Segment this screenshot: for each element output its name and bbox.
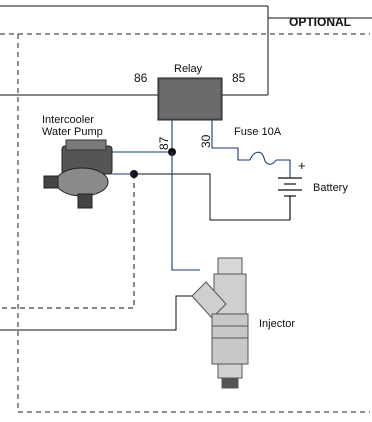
intercooler-pump xyxy=(43,139,134,209)
pin85-label: 85 xyxy=(232,71,246,85)
pin87-label: 87 xyxy=(157,136,171,150)
relay xyxy=(157,77,223,121)
optional-region xyxy=(0,33,370,413)
pump-label-line2: Water Pump xyxy=(42,126,103,138)
injector-signal-wire xyxy=(0,295,196,331)
pin30-wire xyxy=(211,120,291,178)
pump-label-line1: Intercooler xyxy=(42,114,94,126)
injector-label: Injector xyxy=(259,318,295,330)
optional-label: OPTIONAL xyxy=(289,15,351,29)
optional-pump-wire xyxy=(0,174,135,309)
injector-feed-wire xyxy=(171,152,200,271)
pin87-wire xyxy=(110,120,173,153)
fuel-injector xyxy=(191,257,249,389)
pin86-label: 86 xyxy=(134,71,148,85)
fuse-label: Fuse 10A xyxy=(234,126,282,138)
battery-ground-wire xyxy=(134,173,290,221)
pin30-label: 30 xyxy=(199,134,213,148)
battery-label: Battery xyxy=(313,182,348,194)
battery xyxy=(278,177,302,220)
battery-plus: + xyxy=(298,158,306,173)
top-frame-wire xyxy=(267,17,372,95)
relay-label: Relay xyxy=(174,63,203,75)
